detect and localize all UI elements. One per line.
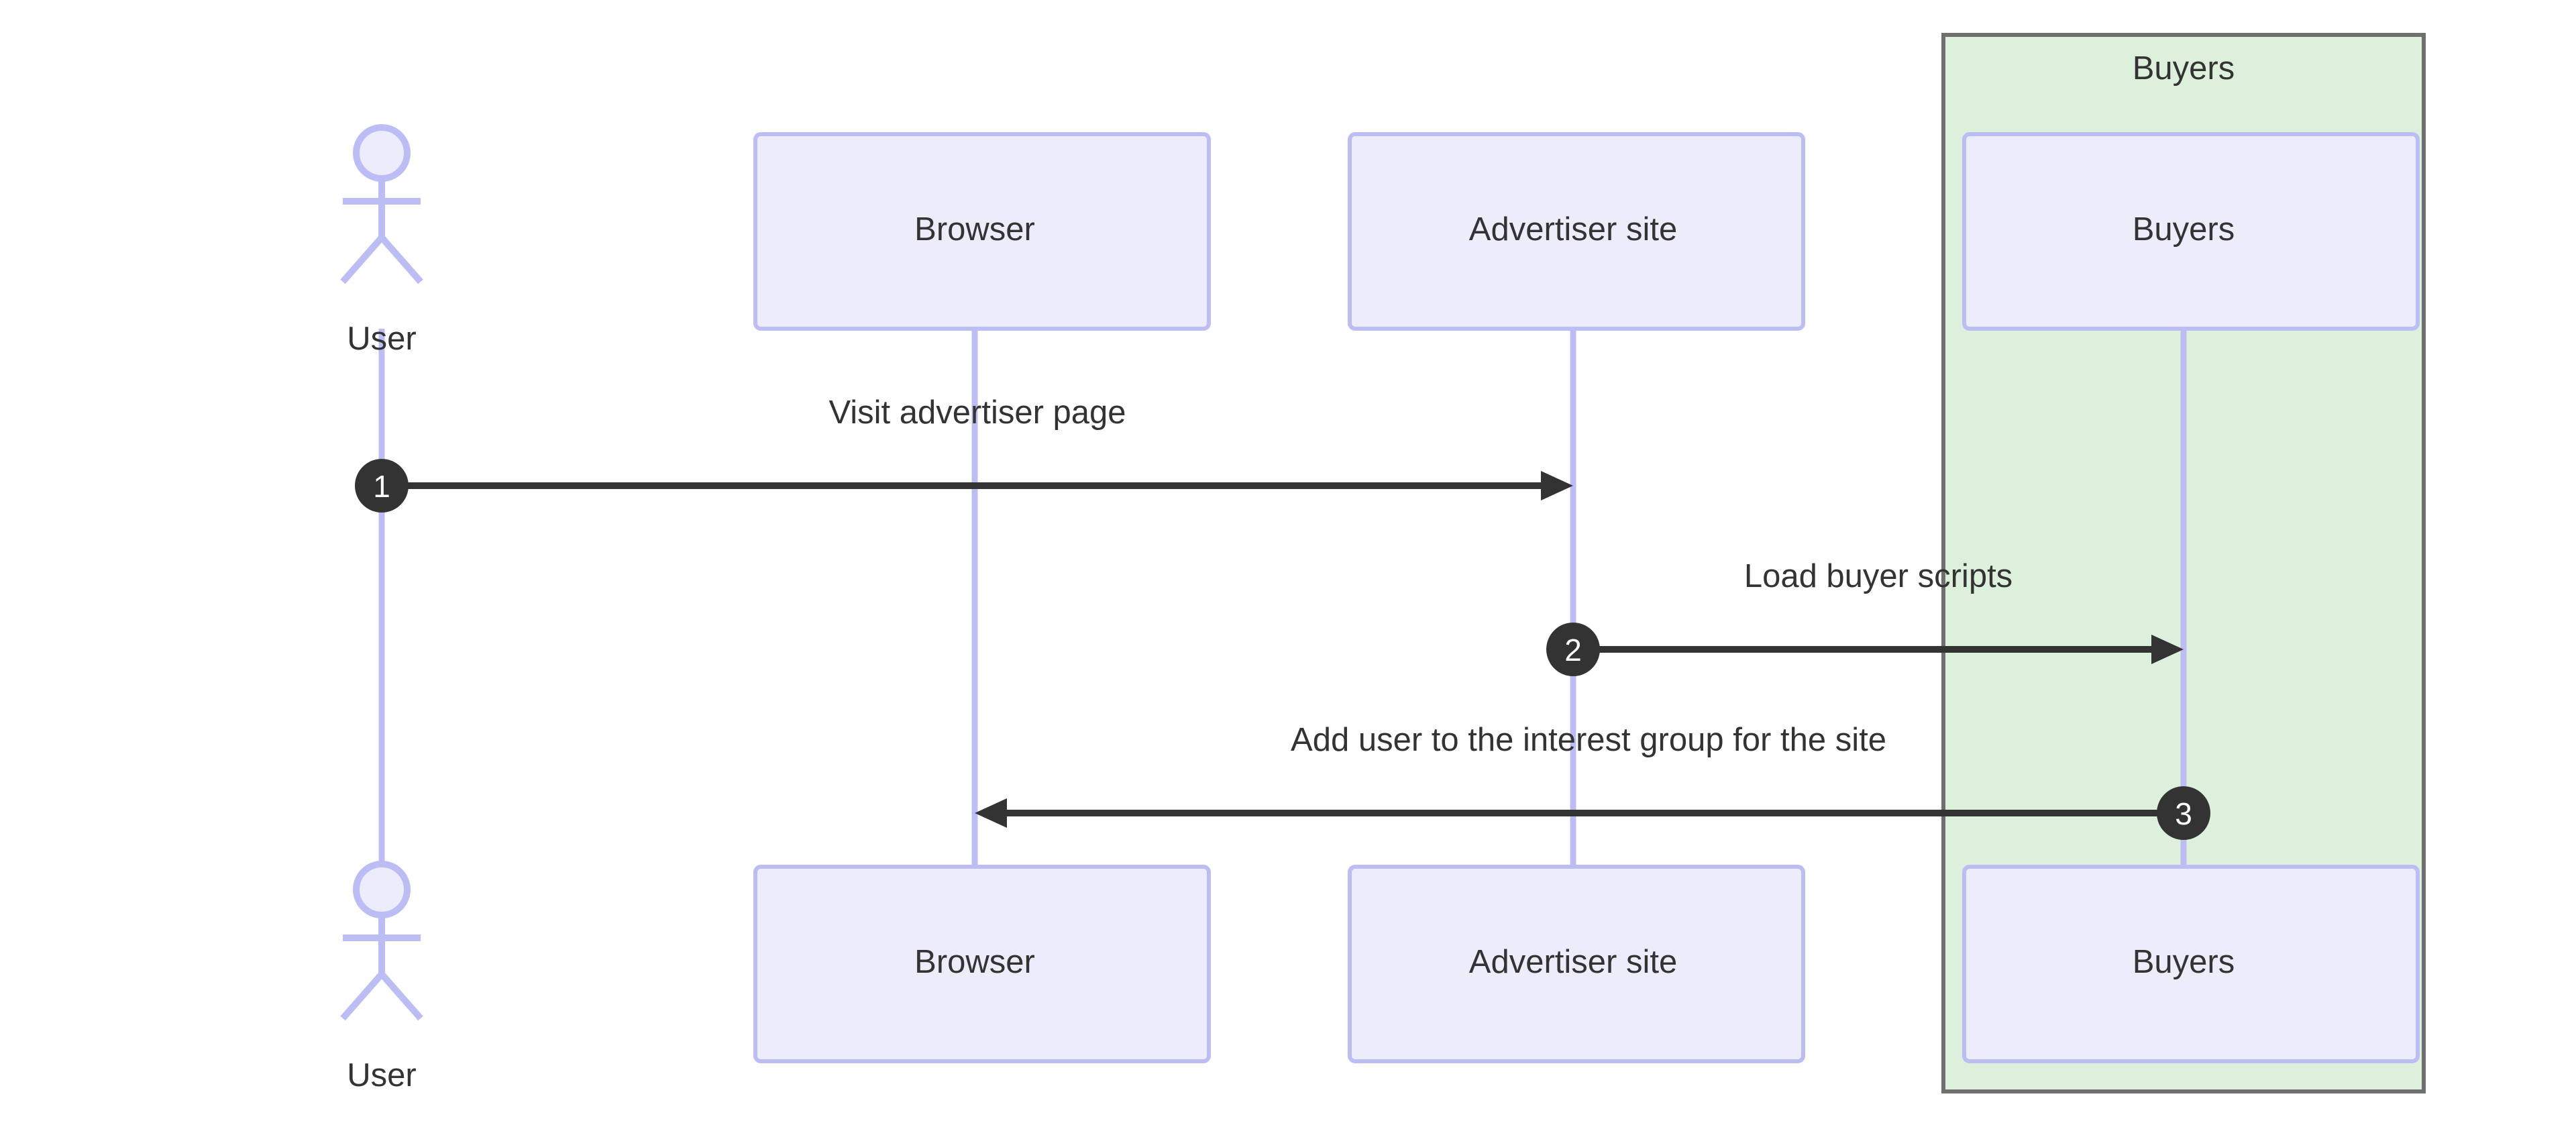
participant-label-buyers-bottom: Buyers: [2133, 944, 2235, 980]
participant-advertiser-site-top[interactable]: Advertiser site: [1348, 132, 1805, 331]
participant-browser-top[interactable]: Browser: [753, 132, 1211, 331]
actor-user-top[interactable]: User: [340, 124, 423, 357]
person-head-icon: [353, 124, 411, 182]
participant-box-rect: [753, 865, 1211, 1063]
message-label-3: Add user to the interest group for the s…: [1291, 722, 1886, 758]
arrow-right-icon: [1541, 471, 1573, 500]
message-2[interactable]: Load buyer scripts 2: [1546, 558, 2184, 676]
participant-label-browser-bottom: Browser: [914, 944, 1035, 980]
participant-buyers-bottom[interactable]: Buyers: [1962, 865, 2420, 1063]
sequence-badge-number-1: 1: [373, 469, 390, 504]
participant-advertiser-site-bottom[interactable]: Advertiser site: [1348, 865, 1805, 1063]
arrow-left-icon: [975, 798, 1007, 828]
participant-box-rect: [1962, 865, 2420, 1063]
person-body-icon: [340, 178, 423, 284]
sequence-badge-1: [355, 459, 409, 513]
person-head-icon: [353, 861, 411, 918]
lifelines-layer: [378, 329, 2187, 867]
message-3[interactable]: Add user to the interest group for the s…: [975, 722, 2210, 840]
participant-label-browser-top: Browser: [914, 211, 1035, 248]
actor-label-user-bottom: User: [347, 1057, 416, 1093]
message-label-2: Load buyer scripts: [1744, 558, 2012, 594]
sequence-badge-number-2: 2: [1564, 633, 1582, 667]
actor-user-bottom[interactable]: User: [340, 861, 423, 1093]
sequence-badge-2: [1546, 623, 1600, 676]
message-label-1: Visit advertiser page: [828, 394, 1126, 431]
participant-box-rect: [1962, 132, 2420, 331]
group-box-label: Buyers: [2133, 50, 2235, 87]
actor-label-user-top: User: [347, 321, 416, 357]
sequence-badge-3: [2157, 786, 2210, 840]
message-1[interactable]: Visit advertiser page 1: [355, 394, 1573, 513]
participant-buyers-top[interactable]: Buyers: [1962, 132, 2420, 331]
participant-browser-bottom[interactable]: Browser: [753, 865, 1211, 1063]
sequence-badge-number-3: 3: [2175, 796, 2192, 831]
participant-box-rect: [753, 132, 1211, 331]
participant-label-advertiser-site-bottom: Advertiser site: [1469, 944, 1677, 980]
participant-box-rect: [1348, 865, 1805, 1063]
participant-label-advertiser-site-top: Advertiser site: [1469, 211, 1677, 248]
participant-label-buyers-top: Buyers: [2133, 211, 2235, 248]
participant-box-rect: [1348, 132, 1805, 331]
person-body-icon: [340, 915, 423, 1021]
arrow-right-icon: [2151, 635, 2184, 664]
